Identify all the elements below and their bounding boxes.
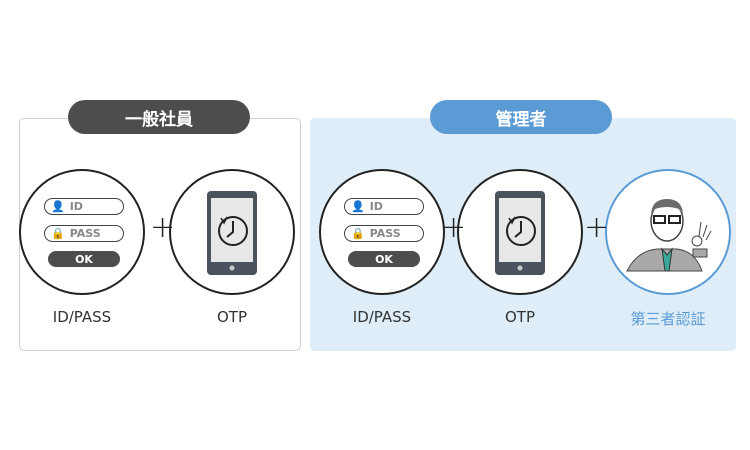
- lock-icon: 🔒: [51, 227, 65, 240]
- plus-sign: +: [441, 210, 467, 245]
- idpass-circle: 👤ID 🔒PASS OK: [319, 169, 445, 295]
- idpass-label: ID/PASS: [52, 308, 112, 326]
- ok-button: OK: [348, 251, 420, 267]
- otp-circle: [169, 169, 295, 295]
- user-icon: 👤: [51, 200, 65, 213]
- otp-label: OTP: [216, 308, 247, 326]
- smartphone-clock-icon: [207, 191, 257, 275]
- user-icon: 👤: [351, 200, 365, 213]
- plus-sign: +: [150, 210, 176, 245]
- administrator-title: 管理者: [430, 100, 612, 134]
- lock-icon: 🔒: [351, 227, 365, 240]
- third-party-label: 第三者認証: [630, 310, 706, 328]
- third-party-circle: [605, 169, 731, 295]
- id-field: 👤ID: [344, 198, 424, 215]
- pass-field: 🔒PASS: [344, 225, 424, 242]
- id-field: 👤ID: [44, 198, 124, 215]
- pass-field: 🔒PASS: [44, 225, 124, 242]
- otp-circle: [457, 169, 583, 295]
- plus-sign: +: [584, 210, 610, 245]
- smartphone-clock-icon: [495, 191, 545, 275]
- idpass-circle: 👤ID 🔒PASS OK: [19, 169, 145, 295]
- businessman-ok-icon: [626, 199, 712, 272]
- idpass-label: ID/PASS: [352, 308, 412, 326]
- ok-button: OK: [48, 251, 120, 267]
- otp-label: OTP: [504, 308, 535, 326]
- general-employee-title: 一般社員: [68, 100, 250, 134]
